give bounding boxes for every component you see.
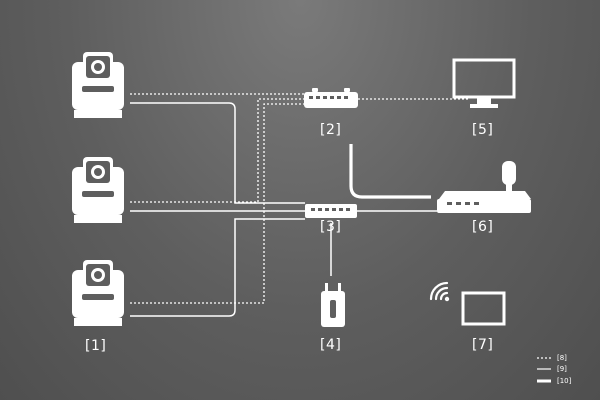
network-hub-icon: [305, 204, 357, 218]
thin-cable-camera1-hub: [130, 102, 305, 204]
switcher-label: [2]: [320, 122, 342, 138]
monitor-icon: [452, 58, 516, 108]
camera-icon: [72, 260, 124, 326]
hub-label: [3]: [320, 219, 342, 235]
legend-dotted-label: [8]: [557, 354, 567, 362]
legend-thick-label: [10]: [557, 377, 572, 385]
switcher-icon: [304, 88, 358, 108]
cameras-label: [1]: [85, 338, 107, 354]
thick-cable-switcher-controller: [349, 144, 431, 199]
monitor-label: [5]: [472, 122, 494, 138]
dotted-cable-camera2-switcher: [130, 98, 304, 203]
tablet-label: [7]: [472, 337, 494, 353]
wifi-tablet-icon: [429, 281, 506, 326]
joystick-controller-icon: [437, 161, 531, 213]
cables: [130, 93, 470, 317]
router-label: [4]: [320, 337, 342, 353]
controller-label: [6]: [472, 219, 494, 235]
camera-icon: [72, 52, 124, 118]
camera-icon: [72, 157, 124, 223]
legend: [537, 357, 551, 383]
thin-cable-camera3-hub: [130, 218, 305, 317]
router-icon: [321, 283, 345, 327]
legend-thin-label: [9]: [557, 365, 567, 373]
